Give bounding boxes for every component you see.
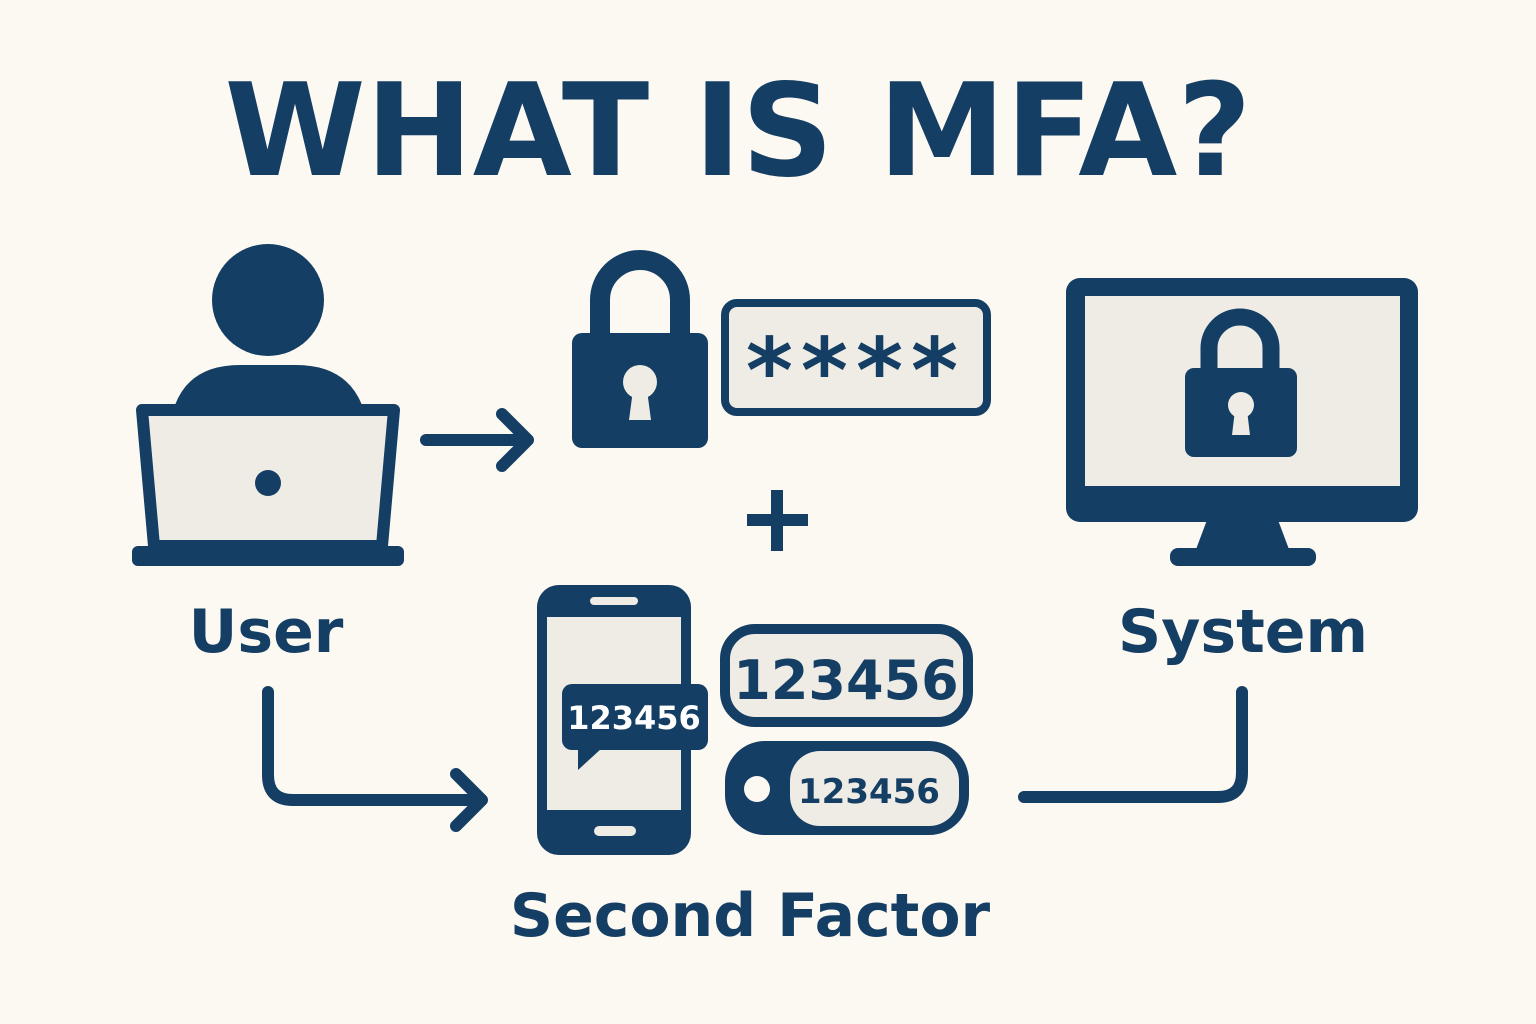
system-label: System — [1118, 597, 1368, 667]
authenticator-code: 123456 — [733, 649, 958, 712]
arrow-right-icon — [420, 408, 534, 472]
monitor-icon — [1066, 278, 1418, 566]
user-icon — [132, 244, 404, 566]
authenticator-code-box: 123456 — [720, 624, 973, 727]
connector-line — [1018, 686, 1248, 803]
arrow-elbow-icon — [262, 686, 488, 832]
second-factor-label: Second Factor — [510, 881, 991, 951]
hardware-token-icon: 123456 — [725, 741, 969, 835]
user-label: User — [189, 597, 344, 667]
lock-icon — [1185, 308, 1297, 457]
title: WHAT IS MFA? — [224, 57, 1251, 206]
password-mask: **** — [746, 319, 966, 424]
lock-icon — [572, 250, 708, 448]
sms-bubble: 123456 — [562, 684, 708, 770]
token-code: 123456 — [798, 772, 940, 812]
plus-icon — [747, 490, 808, 551]
password-field: **** — [721, 299, 991, 424]
sms-code: 123456 — [567, 699, 701, 737]
